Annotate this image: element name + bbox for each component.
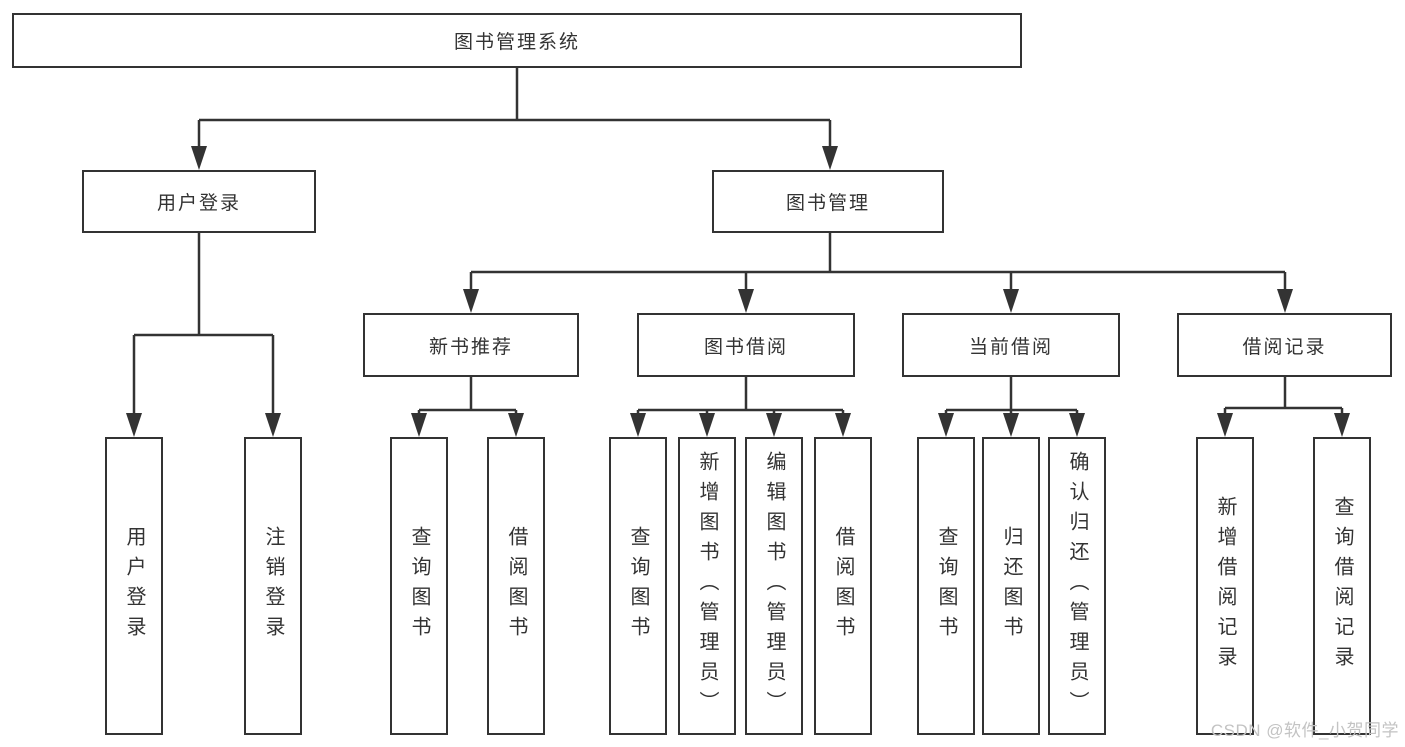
node-book-borrowing: 图书借阅 bbox=[637, 313, 855, 377]
node-current-borrowing: 当前借阅 bbox=[902, 313, 1120, 377]
node-label: 借阅记录 bbox=[1242, 336, 1327, 358]
node-label: 新增借阅记录 bbox=[1214, 496, 1236, 676]
node-new-book-recommendation: 新书推荐 bbox=[363, 313, 579, 377]
leaf-query-borrow-record: 查询借阅记录 bbox=[1313, 437, 1371, 735]
leaf-user-login: 用户登录 bbox=[105, 437, 163, 735]
leaf-query-books-current: 查询图书 bbox=[917, 437, 975, 735]
leaf-logout: 注销登录 bbox=[244, 437, 302, 735]
node-label: 图书管理 bbox=[785, 193, 870, 214]
node-borrowing-records: 借阅记录 bbox=[1177, 313, 1392, 377]
node-label: 归还图书 bbox=[1000, 526, 1022, 646]
leaf-borrow-books: 借阅图书 bbox=[814, 437, 872, 735]
node-label: 借阅图书 bbox=[832, 526, 854, 646]
node-label: 查询图书 bbox=[408, 526, 430, 646]
node-label: 编辑图书（管理员） bbox=[763, 451, 785, 721]
node-label: 注销登录 bbox=[262, 526, 284, 646]
leaf-return-books: 归还图书 bbox=[982, 437, 1040, 735]
node-label: 用户登录 bbox=[156, 193, 241, 214]
node-label: 图书管理系统 bbox=[453, 32, 580, 53]
node-label: 查询借阅记录 bbox=[1331, 496, 1353, 676]
node-book-management-branch: 图书管理 bbox=[712, 170, 944, 233]
leaf-edit-books-admin: 编辑图书（管理员） bbox=[745, 437, 803, 735]
leaf-confirm-return-admin: 确认归还（管理员） bbox=[1048, 437, 1106, 735]
node-label: 新书推荐 bbox=[428, 336, 513, 358]
node-label: 查询图书 bbox=[627, 526, 649, 646]
leaf-borrow-books-recommend: 借阅图书 bbox=[487, 437, 545, 735]
node-user-login-branch: 用户登录 bbox=[82, 170, 316, 233]
leaf-add-books-admin: 新增图书（管理员） bbox=[678, 437, 736, 735]
node-label: 查询图书 bbox=[935, 526, 957, 646]
leaf-add-borrow-record: 新增借阅记录 bbox=[1196, 437, 1254, 735]
node-label: 图书借阅 bbox=[703, 336, 788, 358]
node-label: 当前借阅 bbox=[968, 336, 1053, 358]
leaf-query-books-recommend: 查询图书 bbox=[390, 437, 448, 735]
node-label: 用户登录 bbox=[123, 526, 145, 646]
node-label: 新增图书（管理员） bbox=[696, 451, 718, 721]
node-label: 确认归还（管理员） bbox=[1066, 451, 1088, 721]
csdn-watermark: CSDN @软件_小贺同学 bbox=[1210, 721, 1399, 740]
leaf-query-books-borrowing: 查询图书 bbox=[609, 437, 667, 735]
node-label: 借阅图书 bbox=[505, 526, 527, 646]
node-root-system: 图书管理系统 bbox=[12, 13, 1022, 68]
